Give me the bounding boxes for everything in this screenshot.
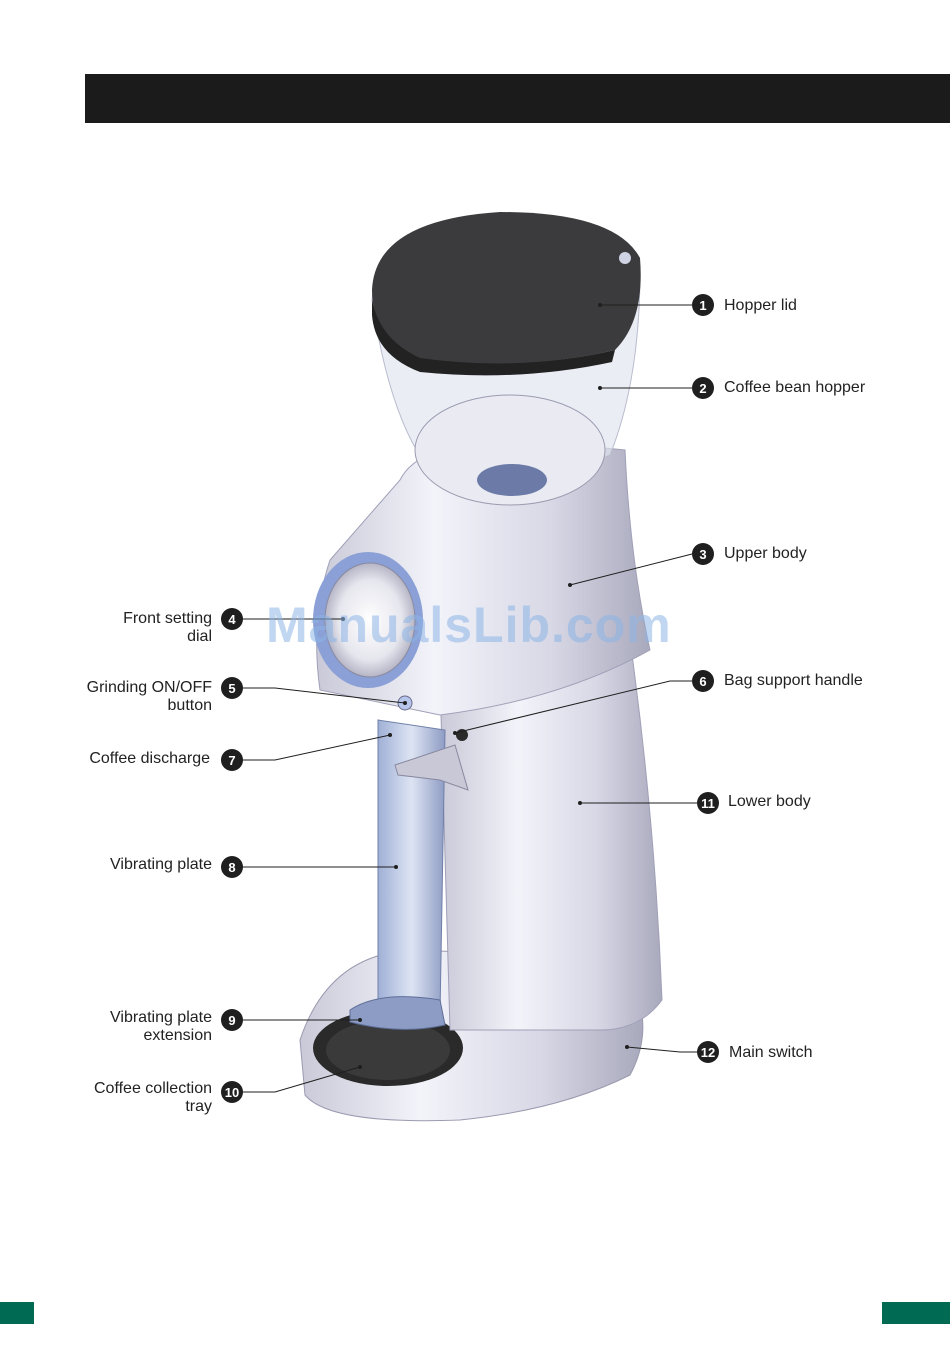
part-label-upper-body: Upper body	[724, 545, 807, 563]
callout-badge-2: 2	[692, 377, 714, 399]
part-label-coffee-bean-hopper: Coffee bean hopper	[724, 379, 865, 397]
callout-badge-8: 8	[221, 856, 243, 878]
callout-badge-3: 3	[692, 543, 714, 565]
hopper-lid-shape	[372, 212, 641, 364]
callout-badge-1: 1	[692, 294, 714, 316]
part-label-coffee-collection-tray: Coffee collection tray	[94, 1080, 212, 1116]
leader-7	[243, 735, 390, 760]
callout-badge-5: 5	[221, 677, 243, 699]
part-label-grinding-button: Grinding ON/OFF button	[87, 679, 212, 715]
part-label-hopper-lid: Hopper lid	[724, 297, 797, 315]
part-label-bag-support-handle: Bag support handle	[724, 672, 863, 690]
part-label-lower-body: Lower body	[728, 793, 811, 811]
part-label-vibrating-plate: Vibrating plate	[110, 856, 212, 874]
part-label-main-switch: Main switch	[729, 1044, 813, 1062]
watermark: ManualsLib.com	[266, 596, 672, 654]
part-label-front-setting-dial: Front setting dial	[123, 610, 212, 646]
callout-badge-7: 7	[221, 749, 243, 771]
footer-accent-right	[882, 1302, 950, 1324]
callout-badge-9: 9	[221, 1009, 243, 1031]
callout-badge-12: 12	[697, 1041, 719, 1063]
part-label-vibrating-plate-extension: Vibrating plate extension	[110, 1009, 212, 1045]
footer-accent-left	[0, 1302, 34, 1324]
part-label-coffee-discharge: Coffee discharge	[89, 750, 210, 768]
callout-badge-6: 6	[692, 670, 714, 692]
callout-badge-4: 4	[221, 608, 243, 630]
callout-badge-10: 10	[221, 1081, 243, 1103]
callout-badge-11: 11	[697, 792, 719, 814]
